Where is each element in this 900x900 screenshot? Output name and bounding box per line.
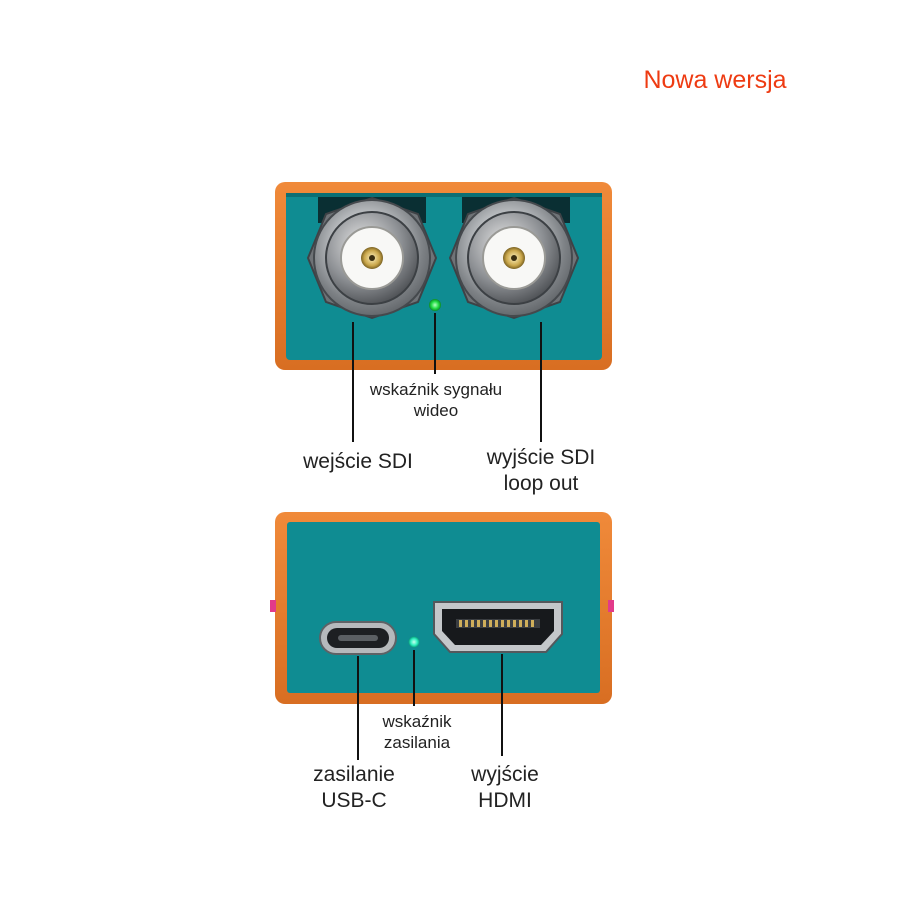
top-panel bbox=[275, 182, 612, 370]
new-version-badge: Nowa wersja bbox=[643, 66, 787, 94]
signal-led-icon bbox=[429, 299, 441, 311]
label-sdi-loop-out: wyjście SDI loop out bbox=[486, 446, 596, 495]
bottom-panel bbox=[270, 512, 614, 704]
label-signal-indicator: wskaźnik sygnału wideo bbox=[369, 380, 503, 420]
label-power-indicator: wskaźnik zasilania bbox=[382, 712, 452, 752]
usb-c-port bbox=[319, 621, 397, 655]
label-sdi-input: wejście SDI bbox=[303, 450, 413, 473]
hdmi-port bbox=[433, 601, 563, 653]
label-hdmi-output: wyjście HDMI bbox=[471, 763, 539, 812]
power-led-icon bbox=[408, 636, 420, 648]
bnc-connector-sdi-input bbox=[306, 196, 438, 320]
bnc-connector-sdi-loop-out bbox=[448, 196, 580, 320]
label-usb-c-power: zasilanie USB-C bbox=[313, 763, 395, 812]
